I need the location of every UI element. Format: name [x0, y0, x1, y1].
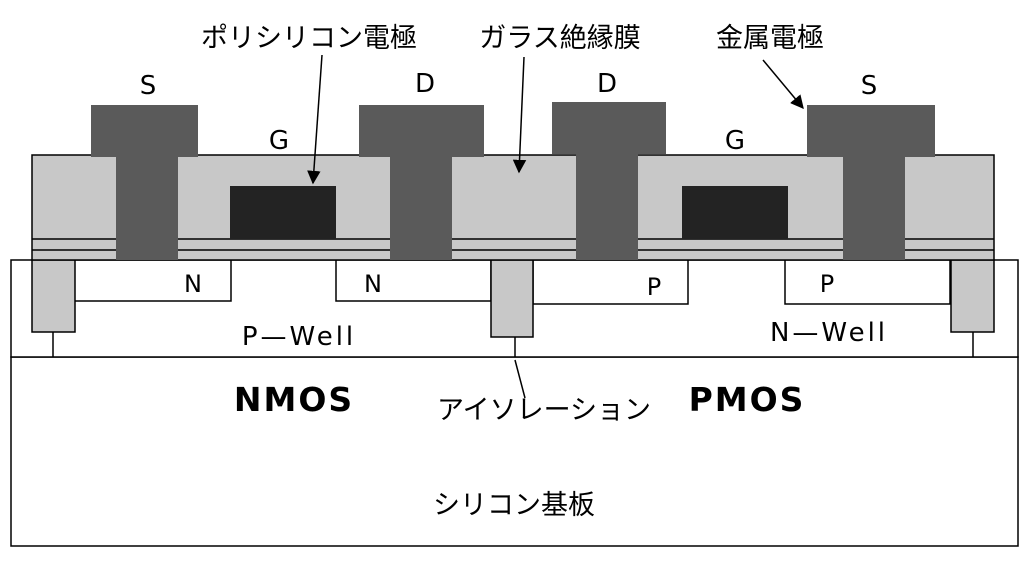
nmos-source-metal-electrode — [91, 105, 198, 260]
pmos-drain-label: D — [597, 69, 617, 99]
pmos-drain-region-label: P — [647, 273, 661, 301]
glass-pointer — [512, 56, 527, 174]
glass-insulation-film-label: ガラス絶縁膜 — [479, 23, 640, 54]
silicon-substrate-label: シリコン基板 — [433, 490, 595, 521]
polysilicon-electrode-label: ポリシリコン電極 — [201, 23, 417, 54]
metal-electrode-label: 金属電極 — [716, 23, 824, 54]
nmos-gate-label: G — [269, 126, 289, 156]
nmos-drain-metal-electrode — [359, 105, 484, 260]
n-well-label: N—Well — [770, 318, 888, 348]
nmos-source-label: S — [140, 71, 157, 101]
nmos-source-region-label: N — [184, 270, 202, 298]
metal-pointer — [762, 59, 804, 110]
nmos-polysilicon-gate — [230, 186, 336, 239]
pmos-polysilicon-gate — [682, 186, 788, 239]
pmos-gate-label: G — [725, 126, 745, 156]
pmos-source-region-label: P — [820, 270, 834, 298]
pmos-source-metal-electrode — [807, 105, 935, 260]
isolation-pointer — [514, 359, 526, 399]
isolation-block-left — [31, 259, 76, 333]
nmos-label: NMOS — [234, 380, 354, 419]
isolation-label: アイソレーション — [437, 395, 651, 426]
p-well-label: P—Well — [242, 322, 356, 352]
pmos-label: PMOS — [689, 380, 806, 419]
pmos-drain-p-region — [532, 259, 689, 305]
pmos-source-p-region — [784, 259, 951, 305]
isolation-block-center — [490, 259, 534, 338]
nmos-drain-region-label: N — [364, 270, 382, 298]
nmos-drain-n-region — [335, 259, 492, 302]
polysilicon-pointer — [307, 54, 323, 185]
pmos-source-label: S — [861, 71, 878, 101]
silicon-substrate — [10, 356, 1019, 547]
isolation-block-right — [950, 259, 995, 333]
pmos-drain-metal-electrode — [552, 102, 666, 260]
nmos-source-n-region — [73, 259, 232, 302]
nmos-drain-label: D — [415, 69, 435, 99]
